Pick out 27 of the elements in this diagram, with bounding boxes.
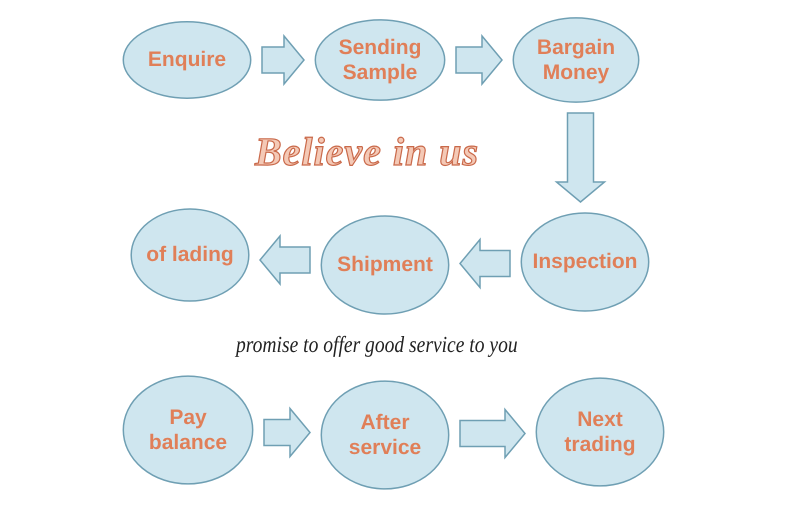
step-label: Pay balance [148, 404, 228, 456]
process-ellipse [512, 17, 640, 103]
slogan-heading: Believe in us [255, 128, 480, 175]
block-arrow [455, 34, 503, 86]
step-label: of lading [145, 242, 235, 268]
step-label: Enquire [146, 47, 228, 73]
block-arrow [459, 407, 526, 460]
slogan-text: promise to offer good service to you [236, 332, 518, 358]
block-arrow [459, 237, 511, 290]
step-label: Bargain Money [536, 34, 616, 86]
block-arrow [554, 112, 607, 203]
process-ellipse [122, 375, 254, 485]
step-label: After service [348, 410, 422, 460]
step-label: Next trading [563, 406, 637, 458]
process-ellipse [122, 21, 252, 99]
step-label: Sending Sample [338, 34, 422, 86]
block-arrow [261, 34, 305, 86]
process-ellipse [520, 212, 650, 312]
process-ellipse [314, 19, 446, 101]
block-arrow [259, 234, 311, 286]
process-ellipse [535, 377, 665, 487]
process-ellipse [320, 380, 450, 490]
step-label: Shipment [336, 252, 434, 278]
process-ellipse [130, 208, 250, 302]
step-label: Inspection [531, 249, 638, 275]
process-ellipse [320, 215, 450, 315]
block-arrow [263, 406, 311, 459]
